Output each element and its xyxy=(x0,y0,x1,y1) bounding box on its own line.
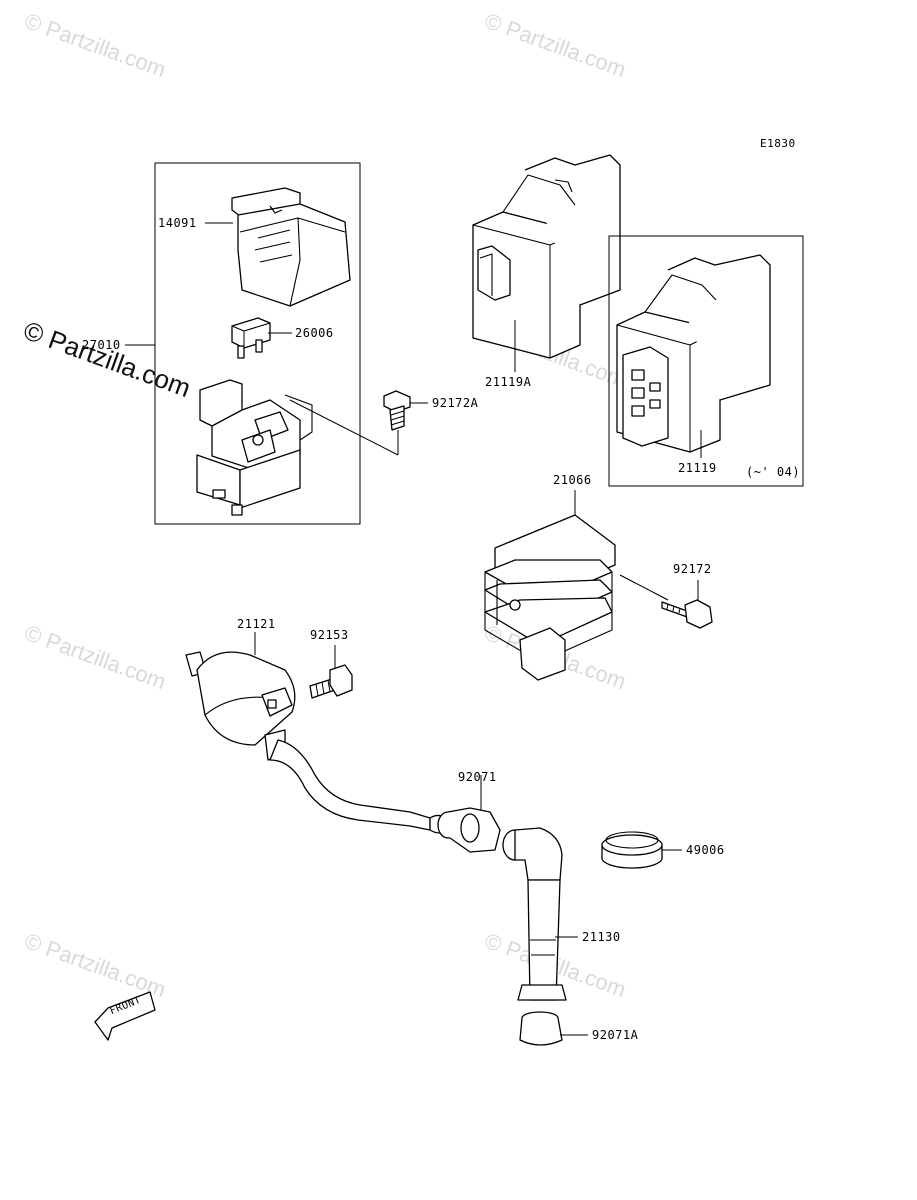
part-label-92172a: 92172A xyxy=(432,396,479,410)
relay-cover-part xyxy=(231,187,351,307)
ignition-coil-part xyxy=(185,651,296,761)
part-label-92153: 92153 xyxy=(310,628,349,642)
part-label-92071a: 92071A xyxy=(592,1028,639,1042)
plug-cap-21130-part xyxy=(502,827,567,1001)
screw-92172a-part xyxy=(383,390,411,431)
part-label-21066: 21066 xyxy=(553,473,592,487)
part-label-21119a: 21119A xyxy=(485,375,532,389)
cap-92071a-part xyxy=(519,1011,563,1046)
part-label-92071: 92071 xyxy=(458,770,497,784)
fuse-part xyxy=(231,317,271,359)
part-label-14091: 14091 xyxy=(158,216,197,230)
front-arrow xyxy=(94,991,156,1041)
part-label-21119: 21119 xyxy=(678,461,717,475)
part-label-21130: 21130 xyxy=(582,930,621,944)
plug-boot-92071-part xyxy=(437,807,501,853)
starter-relay-part xyxy=(196,379,313,516)
bolt-92172-part xyxy=(661,599,713,629)
grommet-49006-part xyxy=(601,831,663,869)
bolt-92153-part xyxy=(309,664,353,699)
part-note-21119: (~' 04) xyxy=(746,465,801,479)
part-label-92172: 92172 xyxy=(673,562,712,576)
cdi-unit-21119a-part xyxy=(472,154,621,359)
part-label-26006: 26006 xyxy=(295,326,334,340)
cdi-unit-21119-part xyxy=(616,254,771,453)
part-label-49006: 49006 xyxy=(686,843,725,857)
relay-group-frame xyxy=(154,162,361,525)
regulator-part xyxy=(484,514,669,681)
part-label-21121: 21121 xyxy=(237,617,276,631)
part-label-27010: 27010 xyxy=(82,338,121,352)
diagram-code: E1830 xyxy=(760,137,796,150)
ignition-lead xyxy=(269,739,431,831)
cdi-21119-frame xyxy=(608,235,804,487)
